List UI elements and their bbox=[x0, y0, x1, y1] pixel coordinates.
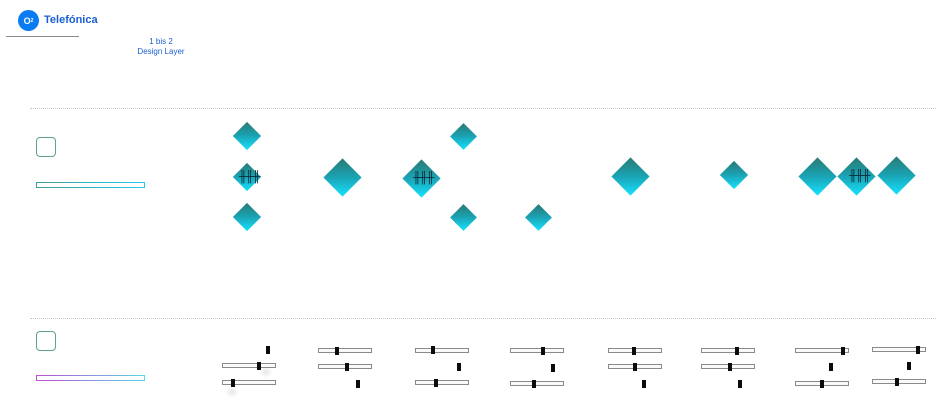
slider-track[interactable] bbox=[222, 380, 276, 385]
slider-track[interactable] bbox=[510, 348, 564, 353]
slider-track[interactable] bbox=[222, 363, 276, 368]
slider-thumb[interactable] bbox=[266, 346, 270, 354]
slider-shadow bbox=[228, 389, 236, 395]
slider-thumb[interactable] bbox=[829, 363, 833, 371]
diamond-node[interactable] bbox=[877, 156, 916, 195]
slider-track[interactable] bbox=[415, 348, 469, 353]
slider-track[interactable] bbox=[872, 347, 926, 352]
divider-top bbox=[30, 108, 936, 109]
slider-thumb[interactable] bbox=[551, 364, 555, 372]
layer-label-line1: 1 bis 2 bbox=[149, 37, 173, 46]
diamond-node[interactable] bbox=[719, 160, 749, 190]
slider-thumb[interactable] bbox=[632, 347, 636, 355]
row1-gradient-bar bbox=[36, 182, 145, 188]
slider-thumb[interactable] bbox=[728, 363, 732, 371]
diamond-node[interactable] bbox=[525, 204, 552, 231]
diamond-node[interactable] bbox=[232, 202, 262, 232]
slider-track[interactable] bbox=[701, 348, 755, 353]
slider-thumb[interactable] bbox=[916, 346, 920, 354]
waveform-icon: ╫╫╫ bbox=[239, 171, 260, 183]
slider-thumb[interactable] bbox=[434, 379, 438, 387]
slider-thumb[interactable] bbox=[431, 346, 435, 354]
divider-bottom bbox=[30, 318, 936, 319]
logo-underline bbox=[6, 36, 79, 37]
slider-track[interactable] bbox=[872, 379, 926, 384]
slider-thumb[interactable] bbox=[457, 363, 461, 371]
diamond-node[interactable] bbox=[323, 158, 362, 197]
slider-thumb[interactable] bbox=[735, 347, 739, 355]
slider-thumb[interactable] bbox=[541, 347, 545, 355]
brand-name: Telefónica bbox=[44, 14, 98, 26]
slider-thumb[interactable] bbox=[257, 362, 261, 370]
row2-gradient-bar bbox=[36, 375, 145, 381]
diamond-node[interactable] bbox=[798, 157, 837, 196]
slider-thumb[interactable] bbox=[335, 347, 339, 355]
layer-label: 1 bis 2 Design Layer bbox=[130, 37, 192, 57]
slider-thumb[interactable] bbox=[642, 380, 646, 388]
row2-checkbox[interactable] bbox=[36, 331, 56, 351]
slider-thumb[interactable] bbox=[532, 380, 536, 388]
waveform-icon: ╫╫╫ bbox=[413, 172, 434, 184]
diamond-node[interactable] bbox=[232, 121, 262, 151]
waveform-icon: ╫╫╫ bbox=[849, 170, 870, 182]
slider-thumb[interactable] bbox=[895, 378, 899, 386]
slider-thumb[interactable] bbox=[231, 379, 235, 387]
slider-thumb[interactable] bbox=[841, 347, 845, 355]
diamond-node[interactable] bbox=[450, 123, 477, 150]
slider-track[interactable] bbox=[415, 380, 469, 385]
slider-thumb[interactable] bbox=[633, 363, 637, 371]
slider-track[interactable] bbox=[795, 348, 849, 353]
slider-track[interactable] bbox=[510, 381, 564, 386]
slider-shadow bbox=[262, 369, 270, 375]
slider-thumb[interactable] bbox=[738, 380, 742, 388]
slider-thumb[interactable] bbox=[356, 380, 360, 388]
diamond-node[interactable] bbox=[450, 204, 477, 231]
diamond-node[interactable] bbox=[611, 157, 650, 196]
slider-thumb[interactable] bbox=[345, 363, 349, 371]
row1-checkbox[interactable] bbox=[36, 137, 56, 157]
slider-track[interactable] bbox=[318, 348, 372, 353]
slider-thumb[interactable] bbox=[907, 362, 911, 370]
layer-label-line2: Design Layer bbox=[137, 47, 185, 56]
slider-thumb[interactable] bbox=[820, 380, 824, 388]
